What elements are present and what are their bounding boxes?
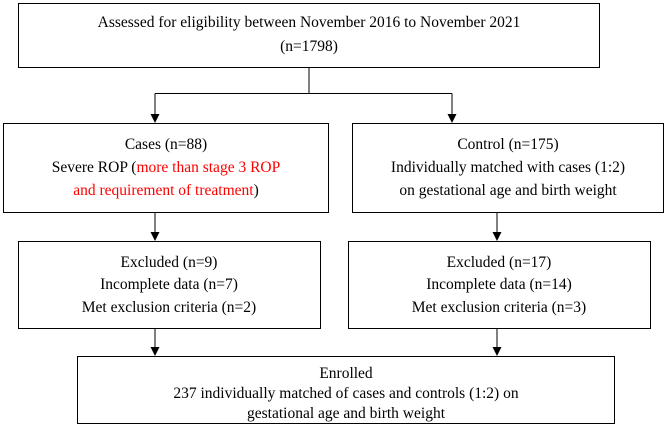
assessed-count: (n=1798) — [280, 38, 338, 55]
control-box: Control (n=175) Individually matched wit… — [352, 123, 664, 213]
enrolled-title: Enrolled — [319, 365, 373, 382]
cases-definition-suffix: ) — [254, 182, 259, 199]
excluded-control-box: Excluded (n=17) Incomplete data (n=14) M… — [348, 241, 651, 329]
assessed-box: Assessed for eligibility between Novembe… — [18, 3, 600, 68]
arrowhead-cases-icon — [150, 114, 160, 123]
excluded-arrows — [150, 212, 502, 241]
cases-title: Cases (n=88) — [125, 136, 207, 153]
enrolled-box: Enrolled 237 individually matched of cas… — [77, 356, 615, 424]
cases-definition-line-2: and requirement of treatment) — [73, 182, 259, 199]
cases-box: Cases (n=88) Severe ROP (more than stage… — [3, 123, 329, 213]
excluded-cases-box: Excluded (n=9) Incomplete data (n=7) Met… — [18, 241, 321, 329]
arrowhead-excluded-control-icon — [492, 232, 502, 241]
arrowhead-excluded-cases-icon — [150, 232, 160, 241]
enrolled-description-line-2: gestational age and birth weight — [247, 405, 446, 422]
split-connector — [150, 67, 457, 123]
excluded-control-title: Excluded (n=17) — [447, 254, 552, 271]
control-title: Control (n=175) — [457, 136, 558, 153]
excluded-control-criteria: Met exclusion criteria (n=3) — [412, 299, 586, 316]
enrolled-arrows — [150, 328, 502, 356]
excluded-cases-title: Excluded (n=9) — [121, 254, 218, 271]
cases-definition-line-1: Severe ROP (more than stage 3 ROP — [52, 159, 280, 176]
excluded-control-incomplete: Incomplete data (n=14) — [426, 276, 572, 293]
excluded-cases-criteria: Met exclusion criteria (n=2) — [82, 299, 256, 316]
control-matching-line: Individually matched with cases (1:2) — [391, 159, 625, 176]
control-criteria-line: on gestational age and birth weight — [399, 182, 617, 199]
cases-definition-prefix: Severe ROP ( — [52, 159, 137, 176]
excluded-cases-incomplete: Incomplete data (n=7) — [100, 276, 238, 293]
assessed-line-1: Assessed for eligibility between Novembe… — [98, 14, 521, 31]
cases-definition-highlight: more than stage 3 ROP — [136, 159, 280, 176]
arrowhead-control-icon — [447, 114, 457, 123]
enrolled-description-line-1: 237 individually matched of cases and co… — [173, 385, 518, 402]
arrowhead-enrolled-left-icon — [150, 347, 160, 356]
arrowhead-enrolled-right-icon — [492, 347, 502, 356]
cases-treatment-highlight: and requirement of treatment — [73, 182, 254, 199]
